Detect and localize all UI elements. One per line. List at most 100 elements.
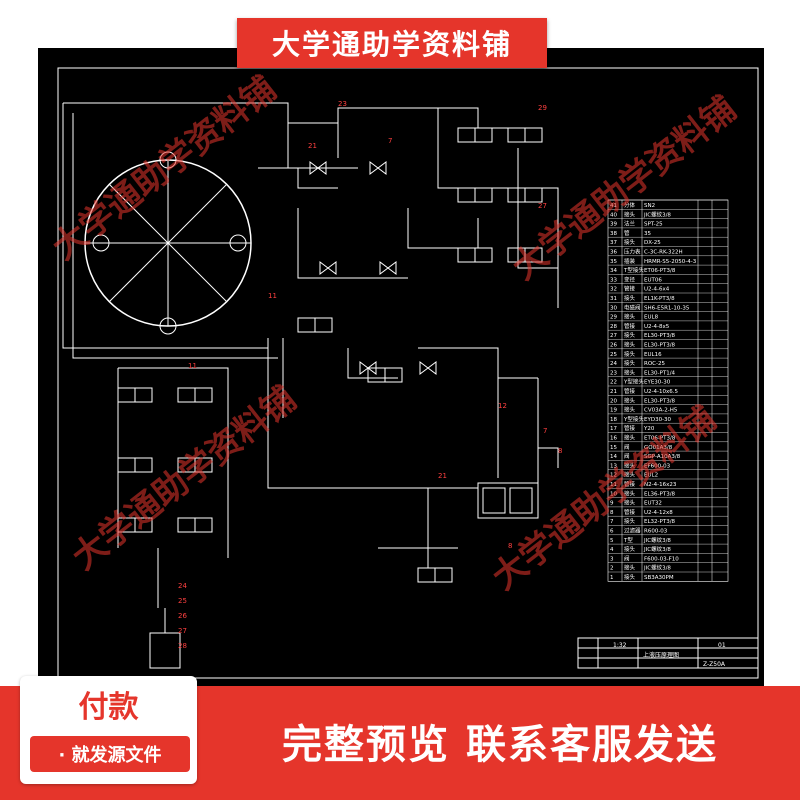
parts-row-name: 接头: [624, 359, 636, 367]
parts-row-name: 管接: [624, 508, 636, 516]
parts-row-name: 接头: [624, 210, 636, 218]
parts-row-no: 28: [610, 324, 617, 330]
parts-row-name: 接头: [624, 517, 636, 525]
parts-row-no: 38: [610, 231, 617, 237]
parts-row-no: 7: [610, 519, 614, 525]
callout-label: 11: [268, 292, 277, 300]
parts-row-name: T型接头: [623, 266, 644, 274]
title-block-scale: 1:32: [613, 642, 627, 649]
parts-row-name: 接头: [624, 471, 636, 479]
parts-row-no: 34: [610, 268, 617, 274]
parts-row-no: 32: [610, 287, 617, 293]
parts-row-spec: ROC-25: [644, 361, 665, 367]
parts-row-no: 3: [610, 556, 614, 562]
parts-row-spec: GO01A3/8: [644, 445, 673, 451]
parts-row-name: 过滤器: [624, 527, 641, 535]
parts-row-spec: EL30-PT3/8: [644, 398, 676, 404]
callout-label: 28: [178, 642, 187, 650]
callout-label: 12: [498, 402, 507, 410]
parts-row-no: 35: [610, 259, 617, 265]
pay-title: 付款: [78, 690, 139, 725]
parts-row-spec: EYD30-30: [644, 417, 672, 423]
parts-row-name: 压力表: [624, 248, 641, 256]
parts-row-spec: EUT32: [644, 501, 662, 507]
parts-row-no: 13: [610, 463, 617, 469]
parts-row-no: 36: [610, 250, 617, 256]
parts-row-spec: SB3A30PM: [644, 575, 674, 581]
parts-row-no: 19: [610, 408, 617, 414]
callout-label: 7: [388, 137, 392, 145]
parts-row-name: 管接: [624, 480, 636, 488]
parts-row-no: 31: [610, 296, 617, 302]
parts-row-spec: EYE30-30: [644, 380, 671, 386]
parts-row-name: 接头: [624, 434, 636, 442]
parts-row-no: 30: [610, 305, 617, 311]
parts-row-name: 接头: [624, 545, 636, 553]
parts-row-name: 接头: [624, 294, 636, 302]
title-block-drawing-no: Z-Z50A: [703, 661, 726, 668]
parts-row-no: 21: [610, 389, 617, 395]
callout-label: 26: [178, 612, 187, 620]
callout-label: 29: [538, 104, 547, 112]
pay-box[interactable]: 付款 · 就发源文件: [20, 676, 197, 784]
parts-row-spec: EL36-PT3/8: [644, 491, 676, 497]
parts-row-spec: SPT-25: [644, 222, 663, 228]
parts-row-no: 6: [610, 529, 614, 535]
parts-row-name: 管接: [624, 322, 636, 330]
parts-row-no: 11: [610, 482, 617, 488]
parts-row-name: 接头: [624, 489, 636, 497]
parts-row-name: 接头: [624, 368, 636, 376]
title-block-sheet: 01: [718, 642, 726, 649]
callout-label: 21: [438, 472, 447, 480]
parts-row-spec: EUL2: [644, 473, 658, 479]
callout-label: 7: [543, 427, 547, 435]
parts-row-name: 接头: [624, 461, 636, 469]
parts-row-name: 分体: [624, 201, 636, 209]
parts-row-spec: 35: [644, 231, 651, 237]
parts-row-no: 23: [610, 370, 617, 376]
parts-row-no: 26: [610, 343, 617, 349]
parts-row-spec: EUL16: [644, 352, 662, 358]
parts-row-name: 阀: [624, 443, 630, 451]
parts-row-name: 管接: [624, 285, 636, 293]
parts-row-no: 27: [610, 333, 617, 339]
parts-row-spec: N2-4-16x23: [644, 482, 677, 488]
parts-row-spec: ET06-PT3/8: [644, 268, 676, 274]
parts-row-spec: C-3C-RK-322H: [644, 250, 683, 256]
parts-row-no: 24: [610, 361, 617, 367]
parts-row-no: 9: [610, 501, 614, 507]
callout-label: 27: [538, 202, 547, 210]
parts-row-no: 40: [610, 212, 617, 218]
parts-row-spec: CV03A-2-H5: [644, 408, 678, 414]
parts-row-spec: U2-4-12x8: [644, 510, 673, 516]
parts-row-no: 2: [610, 566, 614, 572]
parts-row-no: 20: [610, 398, 617, 404]
pay-subtitle: · 就发源文件: [30, 736, 190, 772]
parts-row-spec: EL30-PT1/4: [644, 370, 676, 376]
parts-row-name: 电磁阀: [624, 303, 641, 311]
top-banner: 大学通助学资料铺: [237, 18, 547, 68]
callout-label: 8: [558, 447, 562, 455]
parts-row-spec: ET06-PT3/8: [644, 436, 676, 442]
parts-row-name: 接头: [624, 564, 636, 572]
parts-row-name: 法兰: [624, 220, 636, 228]
parts-row-name: 插装: [624, 257, 636, 265]
parts-row-name: 接头: [624, 238, 636, 246]
parts-row-no: 15: [610, 445, 617, 451]
parts-row-name: 接头: [624, 573, 636, 581]
parts-row-no: 16: [610, 436, 617, 442]
parts-row-spec: SGP-A10A3/8: [644, 454, 681, 460]
parts-row-name: 管: [624, 229, 630, 237]
parts-row-spec: EUT06: [644, 277, 662, 283]
parts-row-name: 阀: [624, 452, 630, 460]
parts-row-name: 接头: [624, 313, 636, 321]
parts-row-name: 管接: [624, 424, 636, 432]
parts-row-no: 33: [610, 277, 617, 283]
callout-label: 23: [338, 100, 347, 108]
parts-row-no: 39: [610, 222, 617, 228]
parts-row-spec: U2-4-10x6.5: [644, 389, 678, 395]
parts-row-name: 变径: [624, 275, 636, 283]
parts-row-name: Y型接头: [623, 415, 644, 423]
